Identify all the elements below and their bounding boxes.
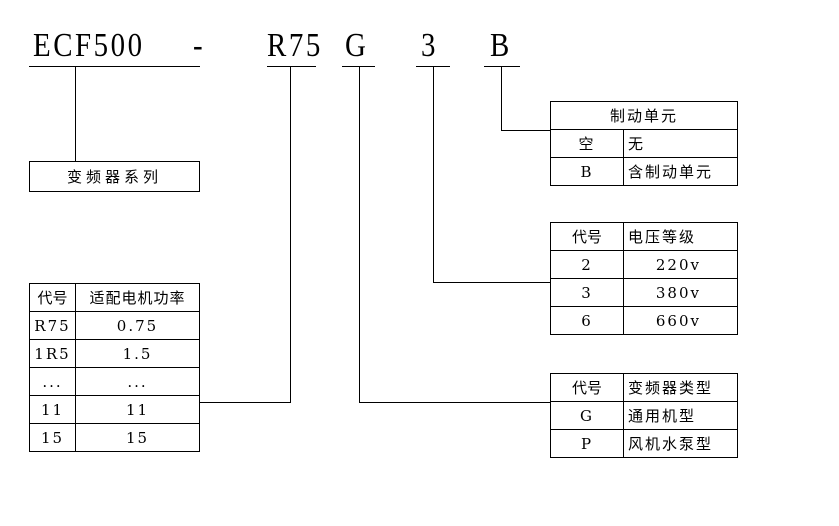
code-cell: 6 [550,306,624,335]
connector-voltage-vertical [433,66,434,283]
table-row: 空 无 [550,129,738,158]
header-cell: 代号 [29,283,76,312]
power-table: 代号 适配电机功率 R75 0.75 1R5 1.5 ... ... 11 11… [29,283,200,452]
underline-power [267,66,316,67]
series-box: 变频器系列 [29,161,200,192]
table-row: P 风机水泵型 [550,429,738,458]
header-cell: 变频器类型 [623,373,738,402]
underline-type [342,66,375,67]
table-row: 6 660v [550,306,738,335]
code-cell: ... [29,367,76,396]
connector-power-vertical [290,66,291,403]
underline-series [29,66,200,67]
table-row: 3 380v [550,278,738,307]
code-cell: B [550,157,624,186]
code-cell: 15 [29,423,76,452]
table-header-row: 代号 适配电机功率 [29,283,200,312]
value-cell: 1.5 [75,339,200,368]
code-cell: P [550,429,624,458]
table-row: 2 220v [550,250,738,279]
value-cell: 15 [75,423,200,452]
value-cell: 通用机型 [623,401,738,430]
value-cell: 无 [623,129,738,158]
code-cell: 空 [550,129,624,158]
code-cell: 2 [550,250,624,279]
connector-series [75,66,76,162]
value-cell: 380v [623,278,738,307]
brake-table: 制动单元 空 无 B 含制动单元 [550,101,738,186]
code-cell: 3 [550,278,624,307]
header-cell: 制动单元 [550,101,738,130]
connector-voltage-horizontal [433,282,550,283]
value-cell: 含制动单元 [623,157,738,186]
type-table: 代号 变频器类型 G 通用机型 P 风机水泵型 [550,373,738,458]
table-row: B 含制动单元 [550,157,738,186]
value-cell: 220v [623,250,738,279]
table-row: ... ... [29,367,200,396]
table-row: G 通用机型 [550,401,738,430]
voltage-table: 代号 电压等级 2 220v 3 380v 6 660v [550,222,738,335]
code-cell: 11 [29,395,76,424]
value-cell: 11 [75,395,200,424]
value-cell: 风机水泵型 [623,429,738,458]
connector-power-horizontal [199,402,291,403]
header-cell: 代号 [550,373,624,402]
header-cell: 适配电机功率 [75,283,200,312]
table-row: 15 15 [29,423,200,452]
code-type: G [345,27,369,64]
value-cell: 0.75 [75,311,200,340]
header-cell: 代号 [550,222,624,251]
code-cell: G [550,401,624,430]
header-cell: 电压等级 [623,222,738,251]
code-series: ECF500 [33,27,145,64]
table-header-row: 代号 变频器类型 [550,373,738,402]
connector-type-horizontal [359,402,550,403]
value-cell: 660v [623,306,738,335]
value-cell: ... [75,367,200,396]
table-row: 1R5 1.5 [29,339,200,368]
code-cell: 1R5 [29,339,76,368]
code-voltage: 3 [421,27,438,64]
connector-brake-vertical [501,66,502,131]
underline-brake [484,66,520,67]
connector-brake-horizontal [501,130,550,131]
table-row: 11 11 [29,395,200,424]
series-label: 变频器系列 [66,168,162,186]
table-header-row: 制动单元 [550,101,738,130]
code-brake: B [490,27,512,64]
table-row: R75 0.75 [29,311,200,340]
table-header-row: 代号 电压等级 [550,222,738,251]
code-power: R75 [267,27,323,64]
code-cell: R75 [29,311,76,340]
code-dash: - [193,27,206,64]
connector-type-vertical [359,66,360,403]
